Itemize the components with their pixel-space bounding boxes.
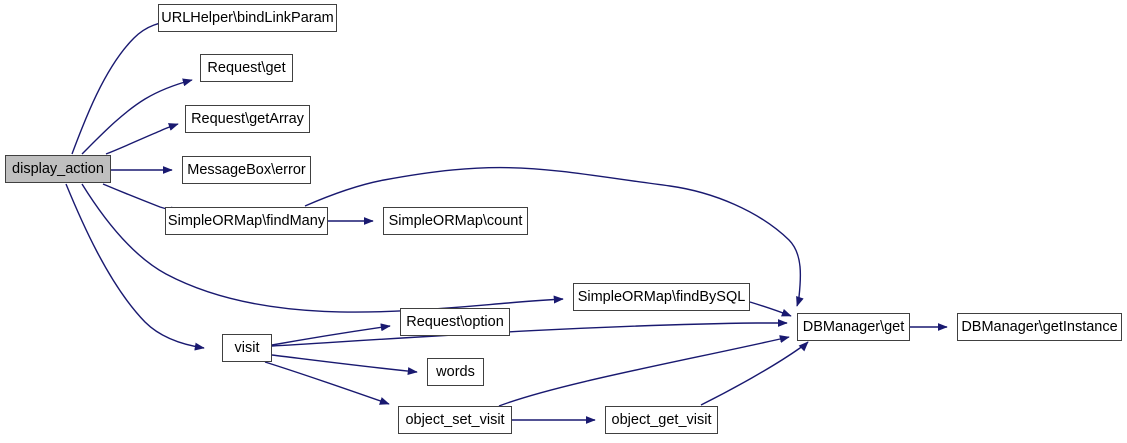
graph-node-visit[interactable]: visit [222, 334, 272, 362]
graph-node-request-get[interactable]: Request\get [200, 54, 293, 82]
graph-node-display-action[interactable]: display_action [5, 155, 111, 183]
graph-node-label: Request\getArray [191, 110, 304, 127]
graph-node-label: visit [234, 339, 260, 356]
graph-node-simpleormap-count[interactable]: SimpleORMap\count [383, 207, 528, 235]
call-edge [81, 183, 564, 313]
graph-node-label: object_get_visit [611, 411, 712, 428]
graph-node-urlhelper-bindlinkparam[interactable]: URLHelper\bindLinkParam [158, 4, 337, 32]
call-edge [71, 17, 176, 155]
graph-node-label: words [436, 363, 475, 380]
graph-node-label: object_set_visit [405, 411, 505, 428]
call-edge [498, 335, 790, 407]
call-edge [700, 341, 809, 406]
graph-node-request-getarray[interactable]: Request\getArray [185, 105, 310, 133]
graph-node-request-option[interactable]: Request\option [400, 308, 510, 336]
graph-node-label: DBManager\get [802, 318, 905, 335]
graph-node-simpleormap-findmany[interactable]: SimpleORMap\findMany [165, 207, 328, 235]
call-edge [65, 183, 205, 351]
graph-node-messagebox-error[interactable]: MessageBox\error [182, 156, 311, 184]
call-edge [749, 301, 792, 317]
graph-node-label: SimpleORMap\findMany [167, 212, 326, 229]
graph-node-words[interactable]: words [427, 358, 484, 386]
call-edge [105, 123, 179, 155]
graph-node-label: MessageBox\error [187, 161, 306, 178]
graph-node-object-get-visit[interactable]: object_get_visit [605, 406, 718, 434]
graph-node-label: Request\get [207, 59, 286, 76]
graph-node-label: SimpleORMap\count [388, 212, 523, 229]
graph-node-dbmanager-get[interactable]: DBManager\get [797, 313, 910, 341]
graph-node-label: display_action [12, 160, 104, 177]
call-edge [304, 166, 804, 307]
call-edge [264, 361, 390, 405]
graph-node-label: SimpleORMap\findBySQL [577, 288, 746, 305]
call-edge [81, 78, 193, 155]
call-edge [271, 354, 418, 376]
graph-node-object-set-visit[interactable]: object_set_visit [398, 406, 512, 434]
call-edge [271, 323, 391, 346]
graph-node-label: Request\option [406, 313, 504, 330]
graph-node-dbmanager-getinstance[interactable]: DBManager\getInstance [957, 313, 1122, 341]
call-edge [271, 319, 788, 347]
graph-node-label: URLHelper\bindLinkParam [161, 9, 334, 26]
graph-node-simpleormap-findbysql[interactable]: SimpleORMap\findBySQL [573, 283, 750, 311]
graph-node-label: DBManager\getInstance [961, 318, 1118, 335]
